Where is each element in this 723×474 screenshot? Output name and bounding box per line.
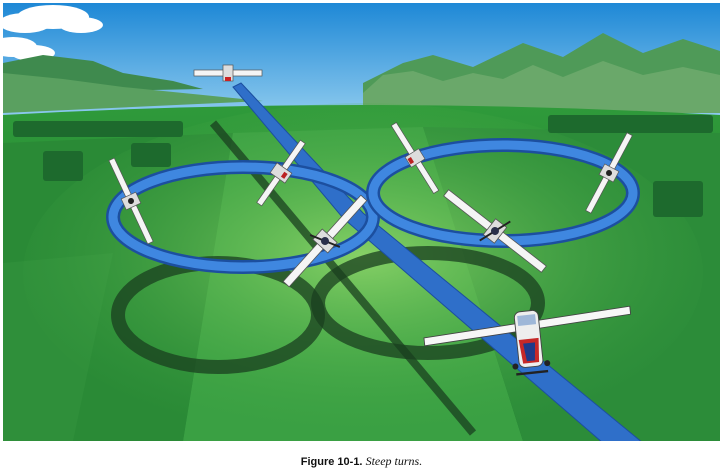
- figure-caption: Figure 10-1. Steep turns.: [0, 454, 723, 469]
- treeline-left: [13, 121, 183, 181]
- airplane-foreground-icon: [423, 305, 632, 376]
- entry-track: [232, 82, 642, 441]
- airplane-far-right-icon: [585, 132, 633, 214]
- hills-left: [3, 73, 263, 113]
- airplane-right-center-icon: [443, 189, 547, 273]
- figure-title: Steep turns.: [365, 454, 423, 468]
- airplane-right-top-icon: [390, 122, 440, 194]
- treeline-right: [548, 115, 713, 217]
- airplane-center-left-icon: [256, 139, 306, 207]
- figure-illustration: [3, 3, 720, 441]
- figure-number: Figure 10-1.: [300, 456, 363, 468]
- mountains-far: [363, 61, 720, 113]
- airplane-center-front-icon: [282, 194, 368, 288]
- steep-turns-scene: [3, 3, 720, 441]
- airplane-left-banked-icon: [108, 157, 154, 245]
- airplane-top-icon: [193, 64, 263, 82]
- field-light: [23, 103, 703, 441]
